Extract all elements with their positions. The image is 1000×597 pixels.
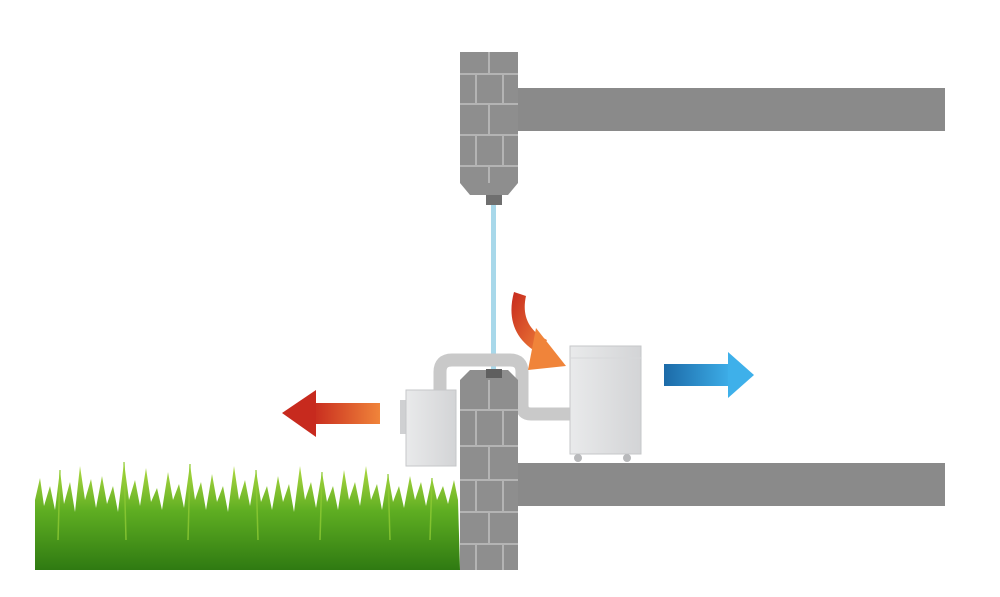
hot-air-arrow — [282, 390, 380, 437]
cool-air-arrow — [664, 352, 754, 398]
ceiling-beam — [515, 88, 945, 131]
pipe-fitting-top — [486, 195, 502, 205]
outdoor-unit — [400, 389, 457, 467]
curved-hot-air-arrow — [511, 292, 566, 370]
grass — [35, 461, 460, 570]
caster-wheel — [623, 454, 631, 462]
indoor-unit — [569, 345, 642, 462]
lower-brick-wall — [460, 370, 518, 570]
pipe-fitting-bottom — [486, 369, 502, 378]
upper-brick-wall — [460, 52, 518, 195]
floor-beam — [515, 463, 945, 506]
vent-duct — [433, 353, 572, 421]
caster-wheel — [574, 454, 582, 462]
condensate-pipe — [491, 205, 496, 370]
